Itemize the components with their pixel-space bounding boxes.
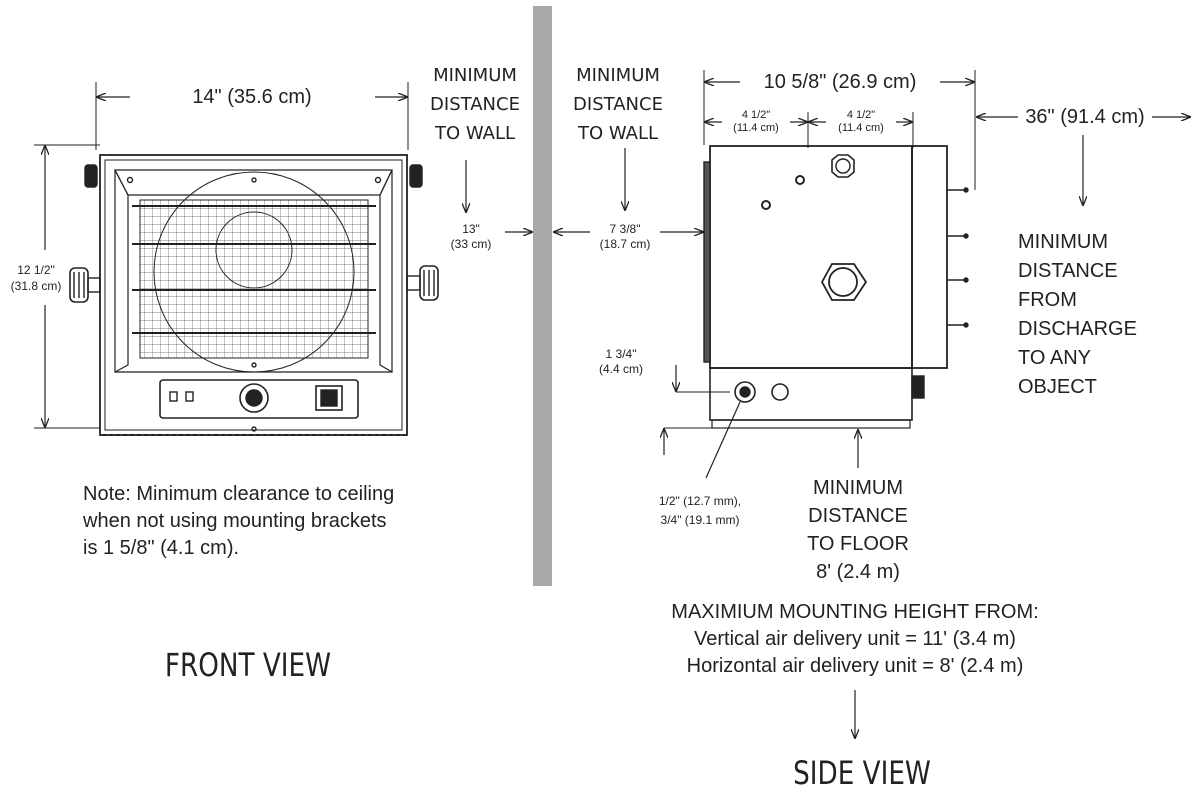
mounting-line-2: Vertical air delivery unit = 11' (3.4 m): [694, 628, 1016, 650]
floor-label-2: DISTANCE: [808, 505, 908, 527]
discharge-label-1: MINIMUM: [1018, 231, 1108, 253]
side-sub-right-cm: (11.4 cm): [838, 122, 884, 134]
floor-label-3: TO FLOOR: [807, 533, 909, 555]
wall-left-dim-cm: (33 cm): [451, 237, 492, 251]
wall-right-dim-cm: (18.7 cm): [600, 237, 651, 251]
discharge-label-4: DISCHARGE: [1018, 318, 1137, 340]
front-width-dim: 14" (35.6 cm): [192, 86, 311, 108]
front-view-labels: 14" (35.6 cm) 12 1/2" (31.8 cm) Note: Mi…: [11, 86, 395, 684]
bottom-dim-cm: (4.4 cm): [599, 362, 643, 376]
wall-left-label-3: TO WALL: [434, 123, 515, 144]
note-line-1: Note: Minimum clearance to ceiling: [83, 483, 394, 505]
front-view-title: FRONT VIEW: [165, 646, 331, 683]
side-view-labels: 10 5/8" (26.9 cm) 4 1/2" (11.4 cm) 4 1/2…: [599, 71, 1145, 792]
wall-left-labels: MINIMUM DISTANCE TO WALL 13" (33 cm): [430, 65, 520, 251]
floor-label-1: MINIMUM: [813, 477, 903, 499]
knockout-size-2: 3/4" (19.1 mm): [661, 513, 740, 527]
wall: [533, 6, 552, 586]
discharge-dim: 36" (91.4 cm): [1025, 106, 1144, 128]
side-sub-right-in: 4 1/2": [847, 109, 875, 121]
wall-left-dim-in: 13": [462, 222, 480, 236]
front-height-dim-cm: (31.8 cm): [11, 279, 62, 293]
side-sub-left-cm: (11.4 cm): [733, 122, 779, 134]
floor-label-4: 8' (2.4 m): [816, 561, 900, 583]
discharge-label-3: FROM: [1018, 289, 1077, 311]
discharge-label-2: DISTANCE: [1018, 260, 1118, 282]
note-line-2: when not using mounting brackets: [82, 510, 387, 532]
bottom-dim-in: 1 3/4": [606, 347, 637, 361]
front-height-dim-in: 12 1/2": [17, 263, 55, 277]
wall-right-label-3: TO WALL: [577, 123, 658, 144]
side-view-drawing: [664, 70, 1190, 738]
wall-right-labels: MINIMUM DISTANCE TO WALL 7 3/8" (18.7 cm…: [573, 65, 663, 251]
discharge-label-6: OBJECT: [1018, 376, 1097, 398]
wall-right-label-1: MINIMUM: [576, 65, 660, 86]
mounting-line-1: MAXIMIUM MOUNTING HEIGHT FROM:: [671, 601, 1038, 623]
side-sub-left-in: 4 1/2": [742, 109, 770, 121]
wall-left-label-1: MINIMUM: [433, 65, 517, 86]
note-line-3: is 1 5/8" (4.1 cm).: [83, 537, 239, 559]
side-depth-dim: 10 5/8" (26.9 cm): [764, 71, 917, 93]
discharge-label-5: TO ANY: [1018, 347, 1091, 369]
mounting-line-3: Horizontal air delivery unit = 8' (2.4 m…: [687, 655, 1024, 677]
wall-right-label-2: DISTANCE: [573, 94, 663, 115]
side-view-title: SIDE VIEW: [793, 754, 931, 791]
wall-distance-arrows: [466, 148, 703, 232]
knockout-size-1: 1/2" (12.7 mm),: [659, 494, 741, 508]
front-view-drawing: [34, 82, 439, 436]
wall-left-label-2: DISTANCE: [430, 94, 520, 115]
wall-right-dim-in: 7 3/8": [610, 222, 641, 236]
